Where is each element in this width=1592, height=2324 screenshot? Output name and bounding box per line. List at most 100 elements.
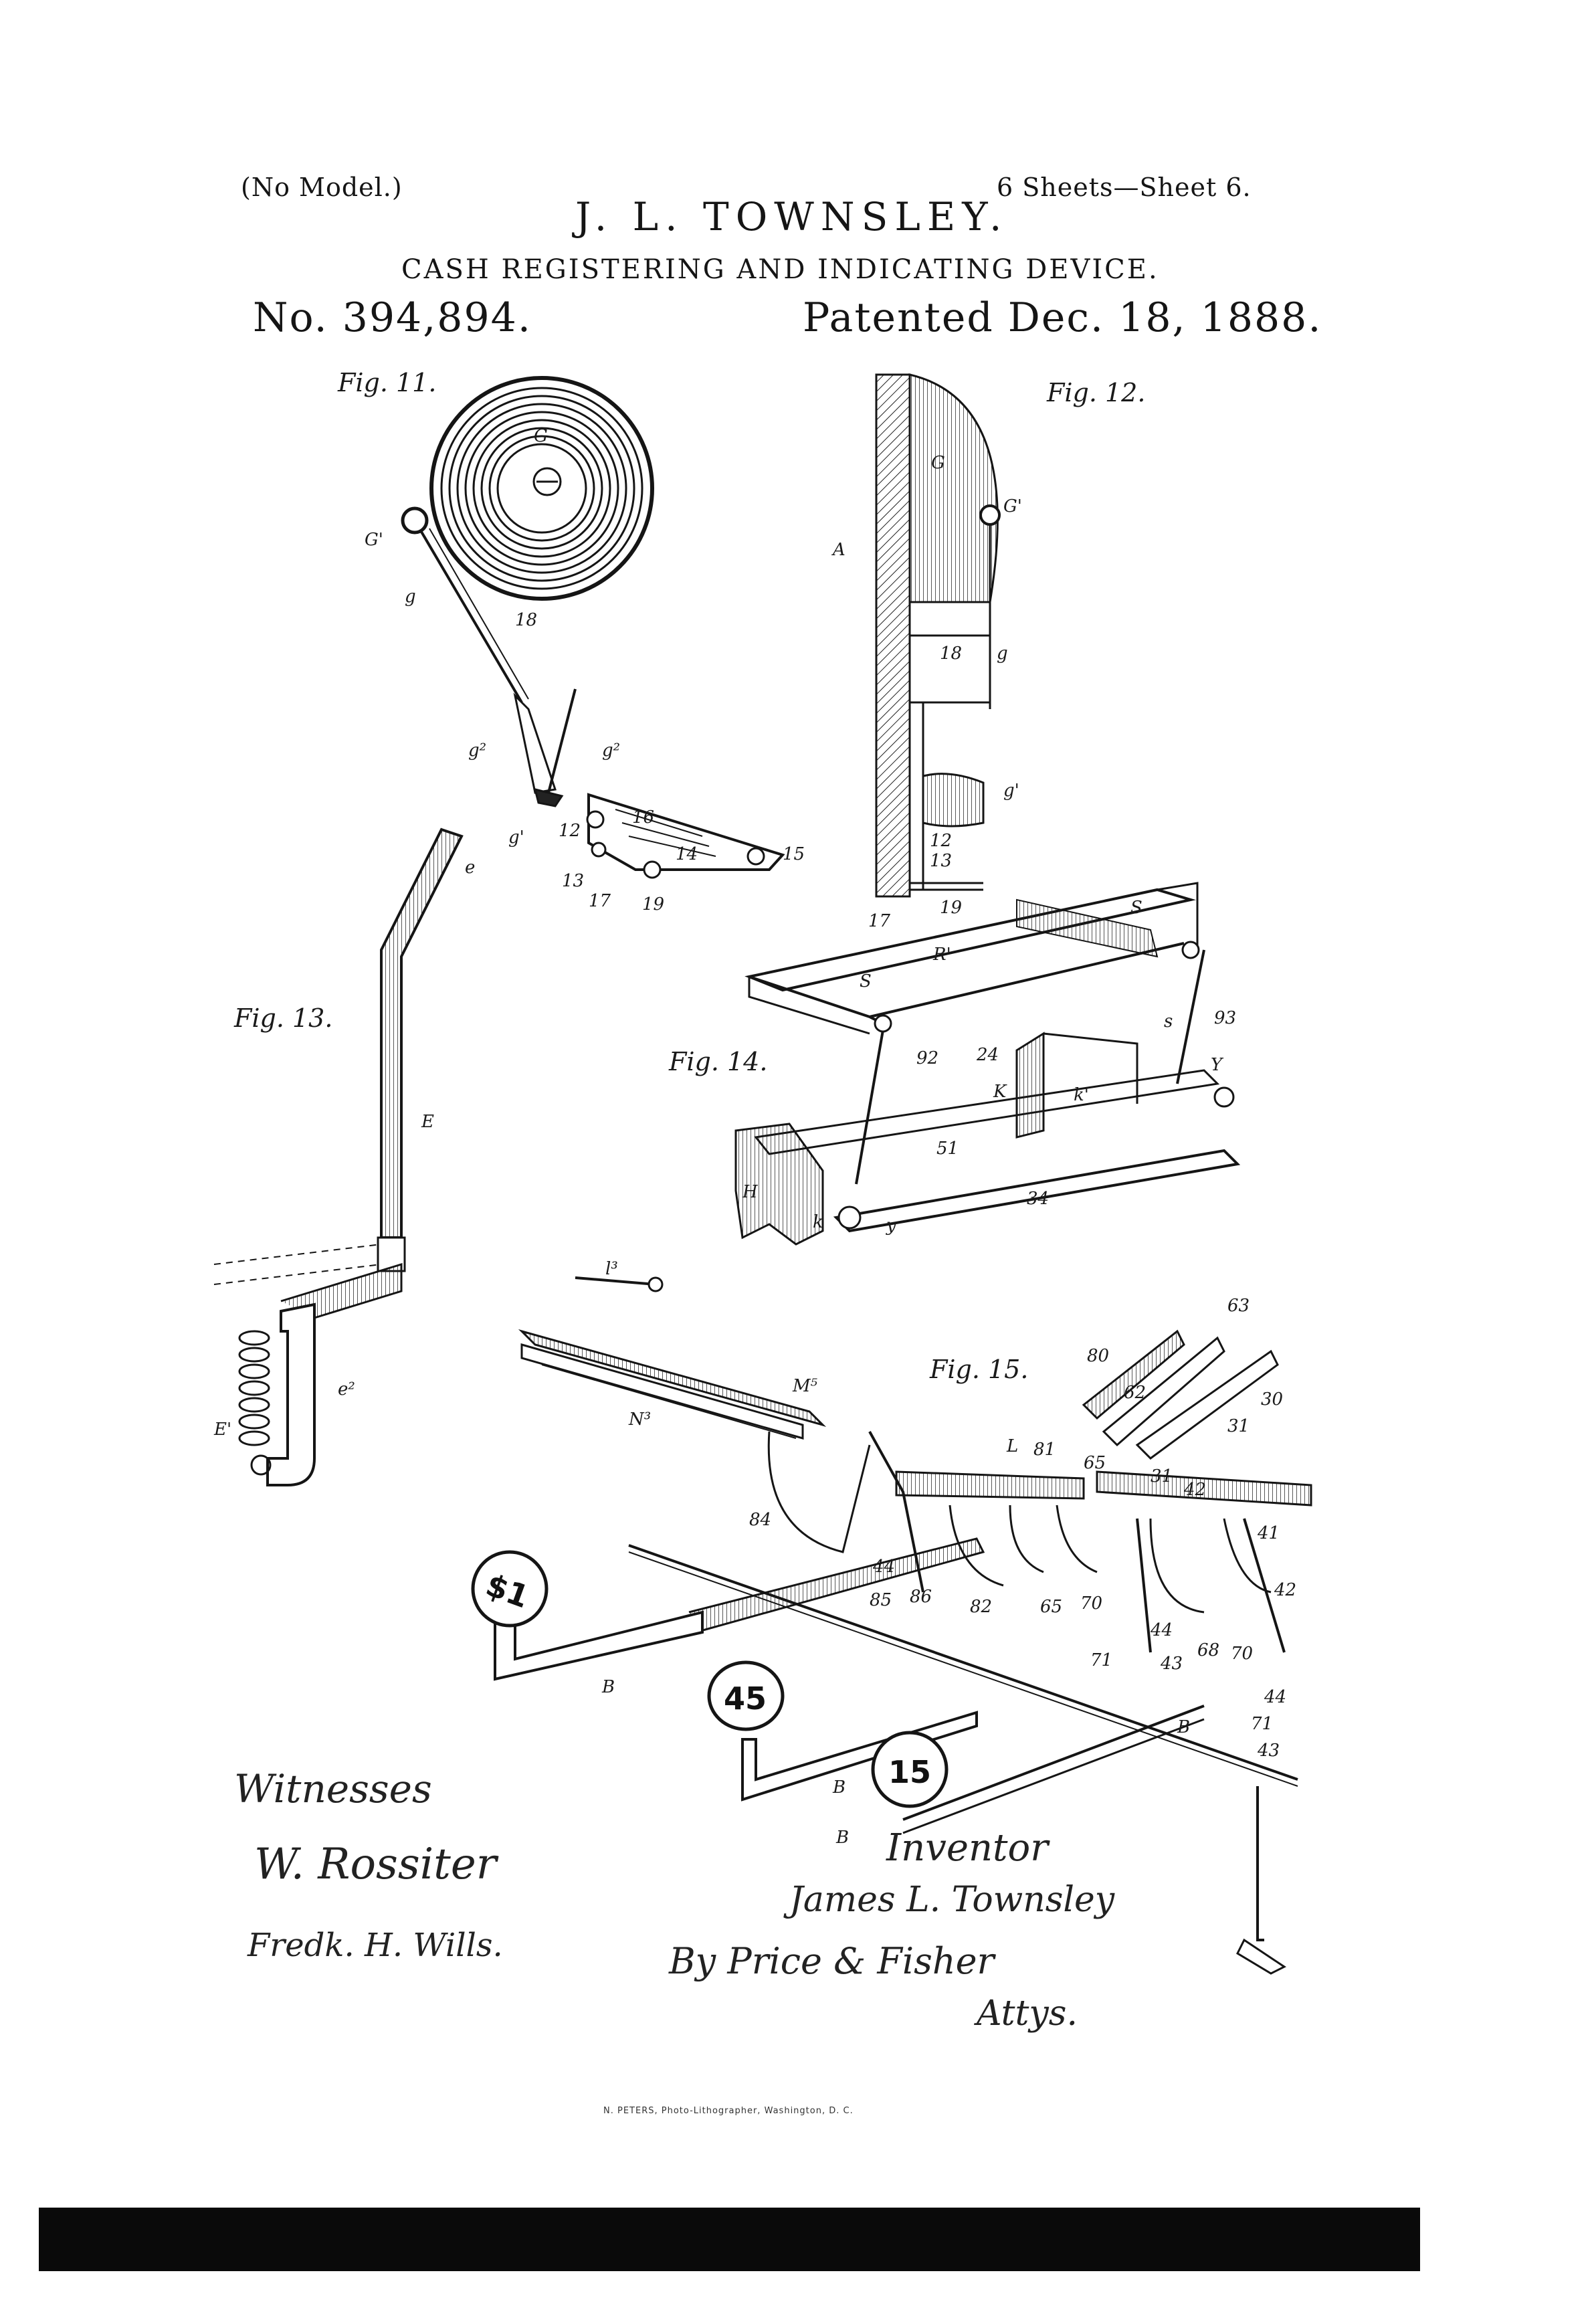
fig13-caption: Fig. 13. [233,1003,332,1033]
label-fig11-G-prime: G' [365,530,383,550]
patent-number: No. 394,894. [253,294,532,341]
label-fig12-A: A [831,540,845,560]
label-fig12-17: 17 [868,911,891,931]
inventor-name-heading: J. L. TOWNSLEY. [575,194,1009,239]
label-fig14-k: k [813,1212,823,1232]
label-fig15-31: 31 [1151,1466,1173,1486]
label-fig14-H: H [742,1182,759,1202]
label-fig15-44-right: 44 [1264,1687,1286,1707]
label-fig12-13: 13 [930,851,952,871]
label-fig15-31-right: 31 [1227,1416,1250,1436]
fig12-caption: Fig. 12. [1046,378,1145,407]
coil-spring [238,1330,272,1476]
key-top-3: 15 [871,1731,949,1808]
label-fig11-17: 17 [589,891,611,911]
label-fig11-g: g [405,587,416,607]
key-shaft [628,1544,1298,1781]
fig15-drawing [494,1276,1312,1975]
label-fig11-19: 19 [642,894,664,914]
label-fig15-M5: M⁵ [792,1376,818,1396]
gong-edge [908,373,999,603]
label-fig13-E-prime: E' [213,1420,231,1440]
label-fig15-B-2: B [832,1777,845,1798]
label-fig12-g-prime: g' [1003,781,1019,801]
label-fig15-44-left: 44 [872,1557,895,1577]
label-fig14-24: 24 [976,1045,999,1065]
label-fig13-e2: e² [338,1379,355,1399]
sheet-info: 6 Sheets—Sheet 6. [997,173,1252,202]
key-top-2-label: 45 [724,1680,767,1717]
label-fig13-E: E [421,1112,434,1132]
plate-H [734,1123,824,1246]
label-fig13-e: e [465,858,475,878]
label-fig15-80: 80 [1087,1346,1109,1366]
label-fig15-B-3: B [835,1828,849,1848]
label-fig11-g-prime: g' [508,828,524,848]
label-fig14-R-prime: R' [932,945,951,965]
label-fig12-12: 12 [930,831,952,851]
label-fig15-63: 63 [1227,1296,1250,1316]
gong-disc [429,376,654,601]
label-fig15-65-top: 65 [1084,1453,1106,1473]
fig11-caption: Fig. 11. [337,368,436,397]
fig14-caption: Fig. 14. [668,1047,767,1076]
fig15-labels: l³ M⁵ N³ L 80 63 62 30 31 81 65 31 42 84… [601,1259,1296,1848]
label-fig14-k-prime: k' [1074,1085,1089,1105]
label-fig15-B-4: B [1177,1717,1190,1737]
patent-title: CASH REGISTERING AND INDICATING DEVICE. [401,254,1159,285]
scan-border-bar [39,2208,1420,2271]
model-note: (No Model.) [241,173,403,202]
printer-line: N. PETERS, Photo-Lithographer, Washingto… [603,2106,854,2116]
inventor-signature: James L. Townsley [789,1880,1115,1920]
label-fig14-y: y [886,1216,896,1236]
label-fig11-g2-left: g² [468,741,486,761]
label-fig12-G: G [931,453,945,473]
label-fig15-44-mid: 44 [1150,1620,1173,1640]
fig12-drawing: G G' A 18 g g' 12 13 19 17 [831,373,1022,931]
sector-84 [767,1431,871,1553]
rod-e [380,828,464,1239]
label-fig12-g: g [997,644,1008,664]
label-fig11-G: G [534,426,548,446]
key-top-3-label: 15 [888,1754,931,1790]
label-fig11-15: 15 [783,844,805,864]
label-fig15-70: 70 [1080,1593,1102,1614]
witness-2-signature: Fredk. H. Wills. [247,1927,503,1964]
label-fig14-Y: Y [1211,1055,1224,1075]
label-fig15-82: 82 [970,1597,992,1617]
key-top-2: 45 [707,1660,785,1731]
fig15-caption: Fig. 15. [929,1355,1028,1384]
label-fig11-g2-right: g² [602,741,620,761]
attorneys-label: Attys. [977,1994,1078,2034]
attorneys-signature: By Price & Fisher [669,1940,995,1982]
bar-L [895,1470,1085,1500]
witnesses-heading: Witnesses [234,1766,432,1812]
label-fig15-41: 41 [1257,1523,1280,1543]
label-fig12-18: 18 [940,644,962,664]
label-fig15-68: 68 [1197,1640,1219,1660]
bracket-e2 [266,1302,316,1486]
label-fig15-86: 86 [910,1587,932,1607]
key-lever-3 [902,1705,1205,1821]
hammer-head [401,506,429,535]
label-fig15-43-right: 43 [1257,1741,1280,1761]
key-top-1: $1 [471,1550,549,1628]
label-fig14-92: 92 [916,1048,938,1068]
trip-lever-plate [586,793,785,879]
label-fig11-18: 18 [515,610,537,630]
label-fig11-13: 13 [562,871,584,891]
label-fig15-84: 84 [749,1510,771,1530]
patent-date: Patented Dec. 18, 1888. [803,294,1322,341]
label-fig14-34: 34 [1027,1189,1049,1209]
label-fig14-93: 93 [1214,1008,1236,1028]
label-fig15-B-1: B [601,1677,615,1697]
label-fig15-70-right: 70 [1231,1644,1253,1664]
label-fig15-N3: N³ [628,1410,651,1430]
label-fig11-12: 12 [559,821,581,841]
label-fig12-G-prime: G' [1003,496,1022,516]
label-fig15-62: 62 [1124,1383,1146,1403]
fig13-drawing: e E e² E' [213,828,475,1486]
label-fig15-65: 65 [1040,1597,1062,1617]
witness-1-signature: W. Rossiter [254,1840,497,1889]
